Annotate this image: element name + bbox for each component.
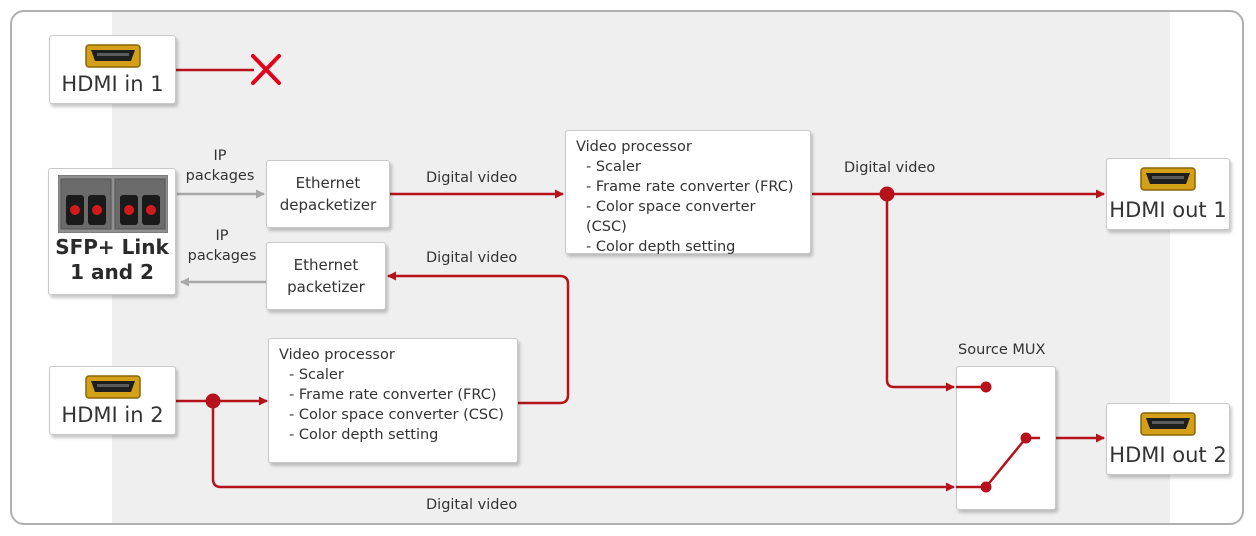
video-processor-1-title: Video processor [576, 139, 692, 155]
ip-bottom-line1: IP [215, 228, 229, 244]
ip-packages-top-label: IP packages [184, 146, 256, 186]
vp1-item: - Scaler [586, 159, 641, 175]
video-processor-2-block: Video processor - Scaler - Frame rate co… [268, 338, 518, 463]
sfp-label-line2: 1 and 2 [70, 260, 154, 284]
ip-bottom-line2: packages [187, 248, 257, 264]
vp2-item: - Scaler [289, 367, 344, 383]
sfp-label-line1: SFP+ Link [55, 235, 169, 259]
hdmi-out-2-port: HDMI out 2 [1106, 403, 1230, 475]
wire-in2-bypass [211, 401, 955, 492]
hdmi-connector-icon [84, 375, 141, 399]
digital-video-label-2: Digital video [844, 160, 936, 176]
ethernet-depacketizer-block: Ethernet depacketizer [266, 160, 390, 228]
disabled-cross-icon [251, 54, 281, 85]
junction-dot-1 [879, 186, 895, 202]
ethernet-packetizer-block: Ethernet packetizer [266, 242, 386, 310]
vp1-item: - Color depth setting [586, 239, 736, 255]
hdmi-out-1-label: HDMI out 1 [1109, 198, 1227, 222]
video-processor-1-block: Video processor - Scaler - Frame rate co… [565, 130, 811, 255]
packetizer-label-line2: packetizer [287, 278, 365, 296]
hdmi-in-2-label: HDMI in 2 [61, 403, 164, 427]
sfp-link-label: SFP+ Link 1 and 2 [49, 235, 175, 285]
depacketizer-label-line2: depacketizer [279, 196, 377, 214]
ip-top-line1: IP [213, 148, 227, 164]
wire-branch-to-mux [885, 194, 955, 392]
source-mux-block [956, 366, 1056, 510]
depacketizer-label-line1: Ethernet [295, 174, 361, 192]
sfp-link-port: SFP+ Link 1 and 2 [48, 168, 176, 295]
hdmi-out-1-port: HDMI out 1 [1106, 158, 1230, 230]
ip-packages-bottom-label: IP packages [186, 226, 258, 266]
digital-video-label-1: Digital video [426, 170, 518, 186]
mux-switch-icon [956, 381, 1040, 493]
vp2-item: - Frame rate converter (FRC) [289, 387, 497, 403]
hdmi-in-1-port: HDMI in 1 [49, 35, 176, 104]
digital-video-label-4: Digital video [426, 497, 518, 513]
packetizer-label-line1: Ethernet [293, 256, 359, 274]
digital-video-label-3: Digital video [426, 250, 518, 266]
ip-top-line2: packages [185, 168, 255, 184]
hdmi-in-2-port: HDMI in 2 [49, 366, 176, 435]
vp2-item: - Color space converter (CSC) [289, 407, 504, 423]
hdmi-connector-icon [1140, 412, 1196, 436]
hdmi-in-1-label: HDMI in 1 [61, 72, 164, 96]
sfp-cage-icon [58, 175, 168, 233]
hdmi-connector-icon [1140, 167, 1196, 191]
hdmi-out-2-label: HDMI out 2 [1109, 443, 1227, 467]
video-processor-2-title: Video processor [279, 347, 395, 363]
hdmi-connector-icon [84, 44, 141, 68]
vp1-item: - Frame rate converter (FRC) [586, 179, 794, 195]
vp1-item: - Color space converter (CSC) [586, 199, 756, 235]
vp2-item: - Color depth setting [289, 427, 439, 443]
wire-vp2-to-packetizer [387, 271, 570, 405]
source-mux-label: Source MUX [958, 342, 1046, 358]
